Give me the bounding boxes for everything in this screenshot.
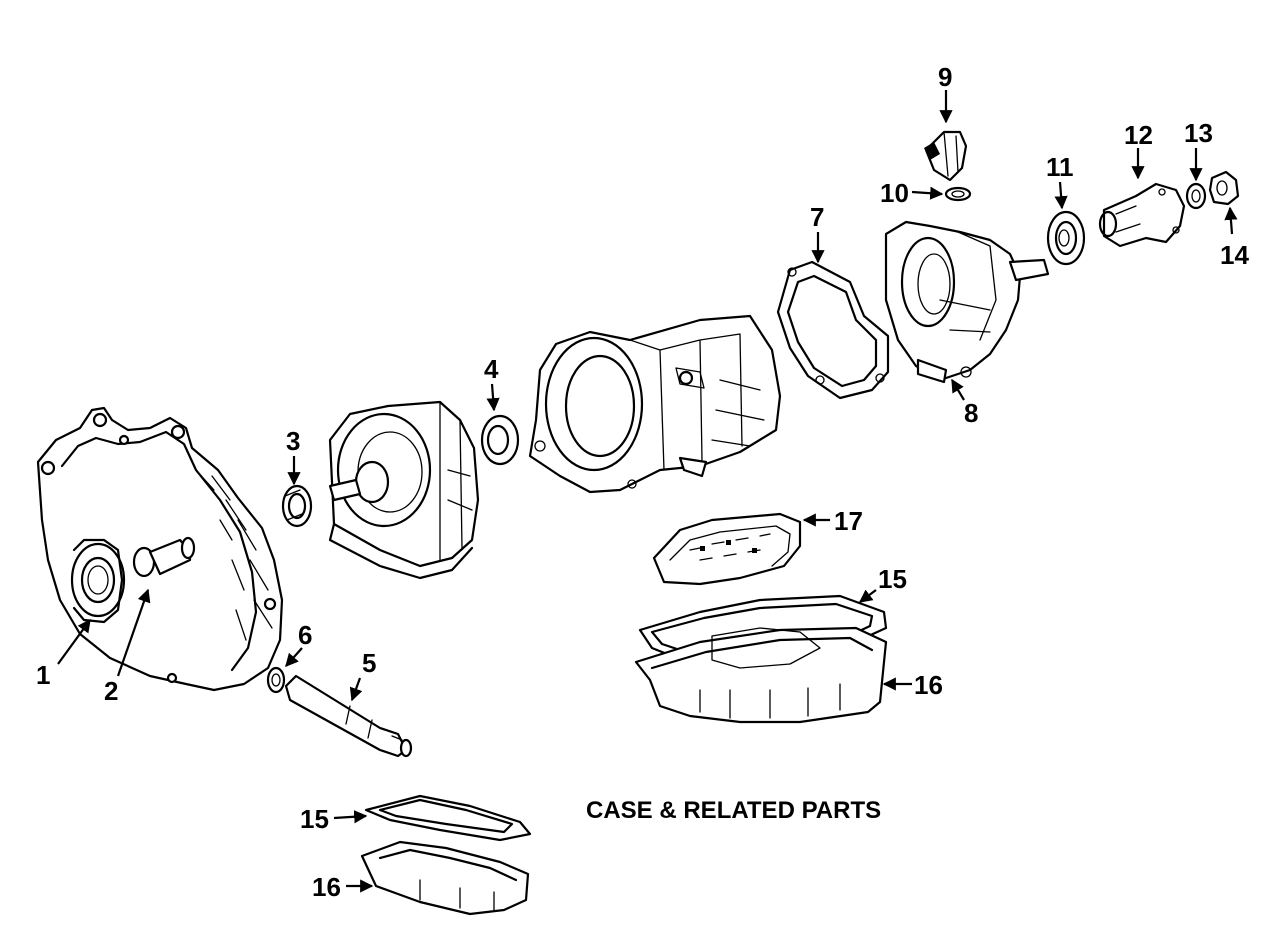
callout-10: 10 (880, 178, 909, 208)
part-seal-11 (1046, 210, 1086, 266)
callout-13: 13 (1184, 118, 1213, 148)
part-washer-13 (1185, 182, 1207, 210)
part-shaft (284, 674, 413, 758)
part-extension-housing (884, 220, 1050, 384)
callout-5: 5 (362, 648, 376, 678)
part-pump-housing (328, 400, 480, 580)
part-gasket-7 (776, 260, 890, 400)
callout-2: 2 (104, 676, 118, 706)
callout-7: 7 (810, 202, 824, 232)
callout-16-upper: 16 (914, 670, 943, 700)
part-flange-yoke (1098, 182, 1186, 248)
callout-17: 17 (834, 506, 863, 536)
callout-labels: 1 2 3 4 5 6 7 8 9 10 11 12 13 14 15 16 1… (36, 62, 1249, 902)
callout-15-upper: 15 (878, 564, 907, 594)
callout-11: 11 (1046, 152, 1074, 182)
callout-3: 3 (286, 426, 300, 456)
callout-14: 14 (1220, 240, 1249, 270)
callout-9: 9 (938, 62, 952, 92)
callout-arrows (57, 90, 1238, 893)
callout-15-lower: 15 (300, 804, 329, 834)
diagram-title: CASE & RELATED PARTS (586, 797, 881, 824)
part-nut-14 (1208, 170, 1240, 206)
part-transmission-case (528, 314, 782, 494)
part-speed-sensor (924, 130, 968, 182)
callout-8: 8 (964, 398, 978, 428)
callout-16-lower: 16 (312, 872, 341, 902)
part-pan-gasket-lower (364, 794, 532, 842)
part-oil-pan-upper (634, 626, 888, 724)
callout-1: 1 (36, 660, 50, 690)
callout-6: 6 (298, 620, 312, 650)
part-filter (652, 512, 802, 586)
part-seal-4 (480, 414, 520, 466)
callout-12: 12 (1124, 120, 1153, 150)
callout-4: 4 (484, 354, 499, 384)
part-seal-3 (281, 484, 313, 528)
part-o-ring-10 (944, 186, 972, 202)
part-input-shaft-seal (132, 536, 196, 578)
part-o-ring-6 (266, 666, 286, 694)
part-oil-pan-lower (360, 840, 530, 916)
